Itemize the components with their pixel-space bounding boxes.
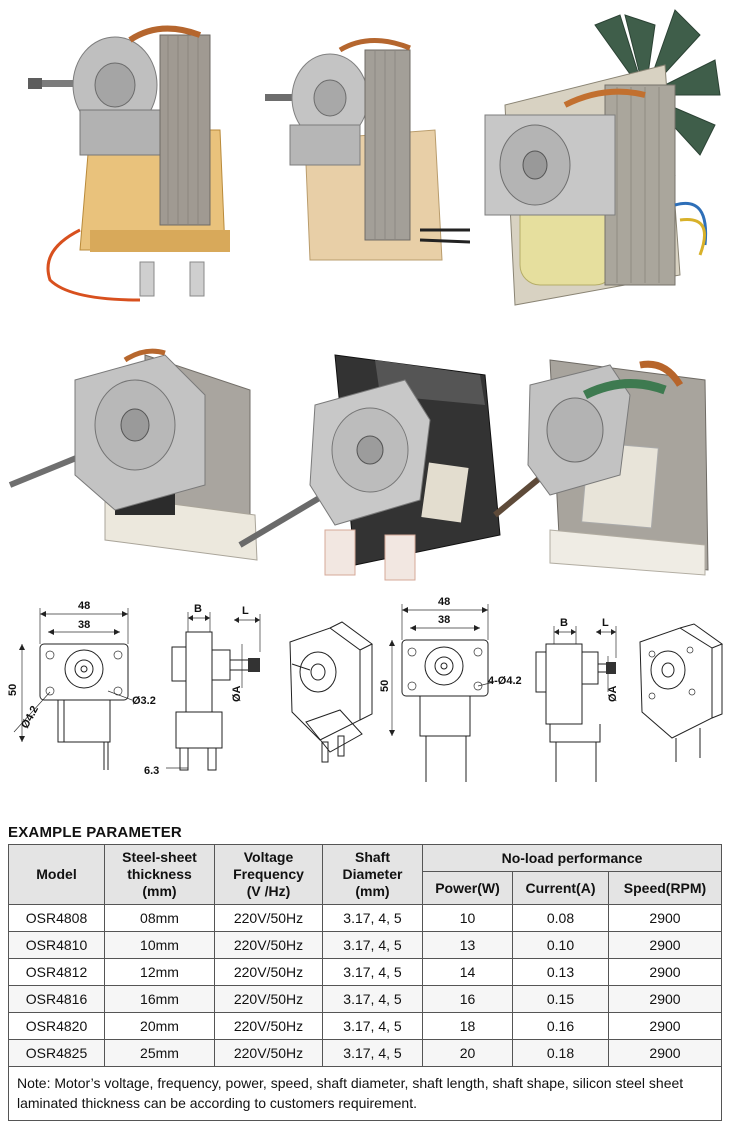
cell-speed: 2900: [608, 985, 722, 1013]
header-model: Model: [8, 844, 105, 905]
table-row: OSR4812 12mm 220V/50Hz 3.17, 4, 5 14 0.1…: [8, 958, 722, 986]
cell-shaft: 3.17, 4, 5: [322, 1012, 423, 1040]
cell-power: 16: [422, 985, 513, 1013]
parameter-section: EXAMPLE PARAMETER Model Steel-sheet thic…: [8, 822, 722, 1121]
cell-power: 20: [422, 1039, 513, 1067]
cell-thickness: 10mm: [104, 931, 215, 959]
cell-speed: 2900: [608, 931, 722, 959]
left-side-dim-terminal: 6.3: [144, 765, 159, 777]
motor-photo-1: [20, 0, 250, 320]
technical-drawings: 48 38 50 Ø4.2 Ø3.2 B L ØA: [0, 592, 730, 802]
header-current: Current(A): [512, 871, 609, 905]
right-side-view: [535, 626, 617, 782]
cell-shaft: 3.17, 4, 5: [322, 958, 423, 986]
cell-power: 13: [422, 931, 513, 959]
cell-model: OSR4820: [8, 1012, 105, 1040]
header-power: Power(W): [422, 871, 513, 905]
cell-model: OSR4808: [8, 904, 105, 932]
cell-power: 10: [422, 904, 513, 932]
cell-thickness: 20mm: [104, 1012, 215, 1040]
cell-model: OSR4812: [8, 958, 105, 986]
cell-voltage: 220V/50Hz: [214, 1039, 323, 1067]
cell-speed: 2900: [608, 958, 722, 986]
motor-photo-grid: [5, 0, 725, 585]
left-front-view: [13, 608, 133, 770]
cell-shaft: 3.17, 4, 5: [322, 1039, 423, 1067]
cell-model: OSR4816: [8, 985, 105, 1013]
header-steel-thickness: Steel-sheet thickness (mm): [104, 844, 215, 905]
right-iso-view: [639, 623, 724, 762]
cell-voltage: 220V/50Hz: [214, 904, 323, 932]
left-side-dim-a: ØA: [231, 685, 243, 702]
table-row: OSR4808 08mm 220V/50Hz 3.17, 4, 5 10 0.0…: [8, 904, 722, 932]
cell-current: 0.18: [512, 1039, 609, 1067]
cell-current: 0.13: [512, 958, 609, 986]
cell-thickness: 25mm: [104, 1039, 215, 1067]
right-dim-inner-width: 38: [438, 614, 450, 626]
cell-thickness: 08mm: [104, 904, 215, 932]
motor-photo-5: [235, 335, 510, 585]
table-row: OSR4825 25mm 220V/50Hz 3.17, 4, 5 20 0.1…: [8, 1039, 722, 1067]
header-shaft-diameter: Shaft Diameter (mm): [322, 844, 423, 905]
cell-power: 18: [422, 1012, 513, 1040]
cell-voltage: 220V/50Hz: [214, 1012, 323, 1040]
note-text: Note: Motor’s voltage, frequency, power,…: [8, 1066, 722, 1121]
left-dim-shaft-hole: Ø3.2: [132, 695, 156, 707]
cell-voltage: 220V/50Hz: [214, 985, 323, 1013]
parameter-title: EXAMPLE PARAMETER: [8, 824, 182, 841]
cell-current: 0.16: [512, 1012, 609, 1040]
left-dim-height: 50: [7, 684, 19, 696]
left-side-dim-b: B: [194, 603, 202, 615]
motor-photo-2: [260, 20, 470, 280]
right-side-dim-a: ØA: [607, 685, 619, 702]
note-row: Note: Motor’s voltage, frequency, power,…: [8, 1066, 722, 1121]
motor-photo-4: [5, 335, 275, 575]
right-dim-height: 50: [379, 680, 391, 692]
cell-thickness: 16mm: [104, 985, 215, 1013]
left-side-dim-l: L: [242, 605, 249, 617]
cell-model: OSR4810: [8, 931, 105, 959]
header-voltage: Voltage Frequency (V /Hz): [214, 844, 323, 905]
left-dim-outer-width: 48: [78, 600, 90, 612]
right-side-dim-l: L: [602, 617, 609, 629]
cell-speed: 2900: [608, 1012, 722, 1040]
cell-voltage: 220V/50Hz: [214, 958, 323, 986]
left-dim-inner-width: 38: [78, 619, 90, 631]
right-side-dim-b: B: [560, 617, 568, 629]
cell-thickness: 12mm: [104, 958, 215, 986]
cell-shaft: 3.17, 4, 5: [322, 931, 423, 959]
cell-current: 0.08: [512, 904, 609, 932]
left-side-view: [166, 612, 261, 771]
cell-shaft: 3.17, 4, 5: [322, 904, 423, 932]
right-dim-outer-width: 48: [438, 596, 450, 608]
cell-current: 0.10: [512, 931, 609, 959]
parameter-table: Model Steel-sheet thickness (mm) Voltage…: [8, 844, 722, 1121]
cell-current: 0.15: [512, 985, 609, 1013]
table-row: OSR4816 16mm 220V/50Hz 3.17, 4, 5 16 0.1…: [8, 985, 722, 1013]
motor-photo-6: [490, 335, 725, 585]
cell-speed: 2900: [608, 904, 722, 932]
table-row: OSR4820 20mm 220V/50Hz 3.17, 4, 5 18 0.1…: [8, 1012, 722, 1040]
left-dim-hole-diag: Ø4.2: [19, 704, 41, 731]
cell-speed: 2900: [608, 1039, 722, 1067]
motor-photo-3: [475, 5, 725, 315]
left-iso-view: [289, 621, 373, 763]
table-row: OSR4810 10mm 220V/50Hz 3.17, 4, 5 13 0.1…: [8, 931, 722, 959]
cell-power: 14: [422, 958, 513, 986]
cell-voltage: 220V/50Hz: [214, 931, 323, 959]
header-speed: Speed(RPM): [608, 871, 722, 905]
cell-model: OSR4825: [8, 1039, 105, 1067]
right-dim-holes: 4-Ø4.2: [488, 675, 522, 687]
right-front-view: [389, 604, 495, 782]
cell-shaft: 3.17, 4, 5: [322, 985, 423, 1013]
header-noload: No-load performance: [422, 844, 722, 872]
